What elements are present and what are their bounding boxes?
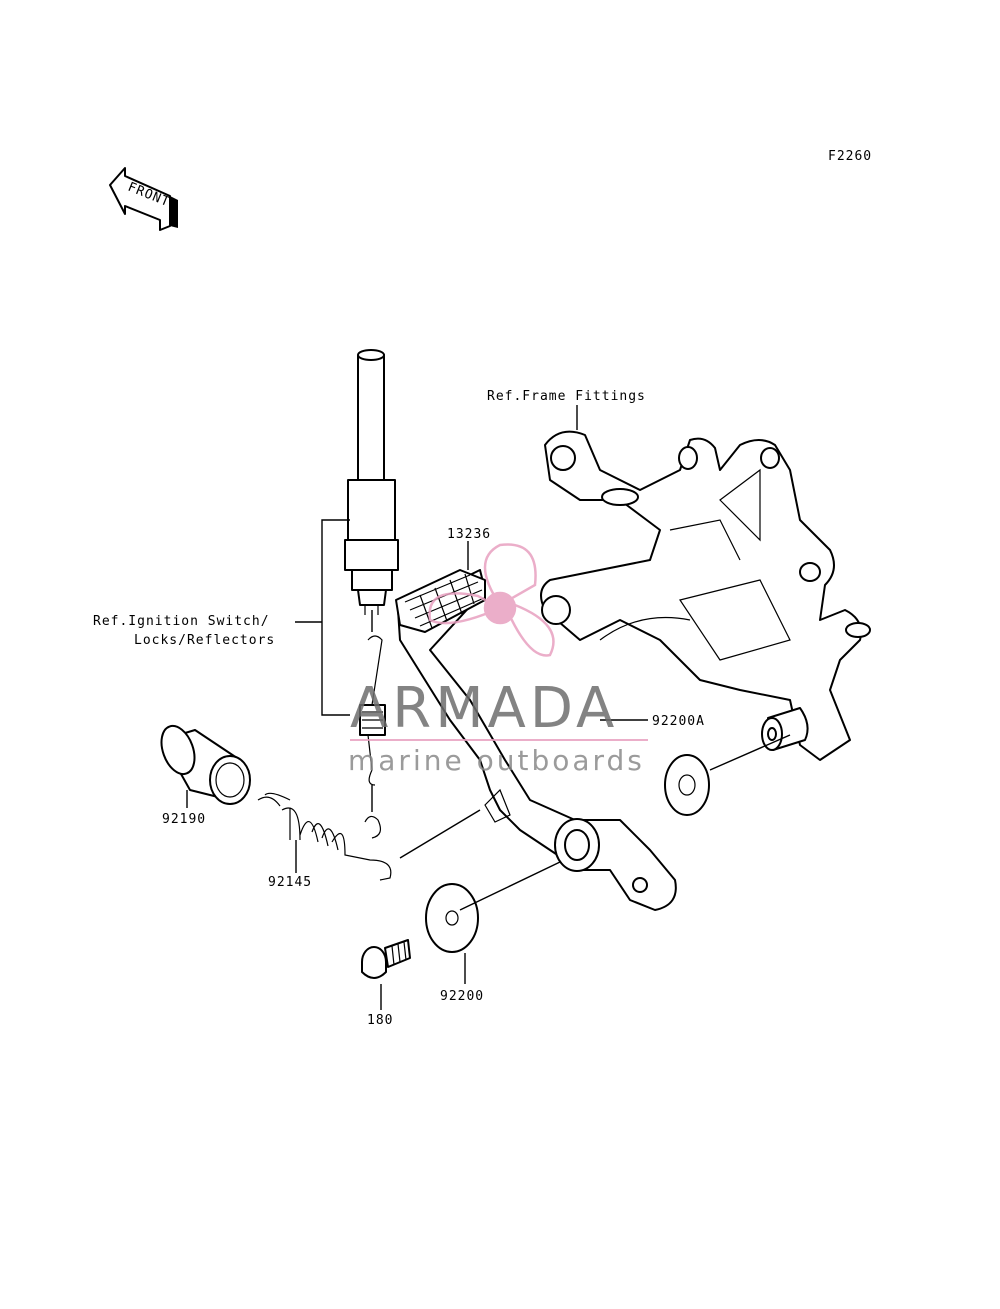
- label-ignition-ref-line2: Locks/Reflectors: [134, 633, 275, 648]
- brake-light-switch: [344, 349, 399, 839]
- propeller-logo-icon: [428, 543, 555, 657]
- collar-92190: [160, 724, 251, 805]
- label-92200: 92200: [440, 989, 484, 1004]
- watermark-tagline: marine outboards: [348, 744, 645, 777]
- front-arrow-icon: FRONT: [109, 167, 178, 231]
- spring-92145: [257, 792, 392, 881]
- frame-fitting-bracket: [540, 430, 871, 761]
- label-frame-fittings-ref: Ref.Frame Fittings: [487, 389, 646, 404]
- label-180: 180: [367, 1013, 393, 1028]
- pivot-bushing: [761, 707, 809, 751]
- leader-lines: [186, 405, 791, 1010]
- label-92190: 92190: [162, 812, 206, 827]
- washer-92200A: [664, 754, 710, 816]
- bolt-180: [361, 939, 411, 979]
- label-ignition-ref-line1: Ref.Ignition Switch/: [93, 614, 270, 629]
- washer-92200: [425, 883, 479, 953]
- brake-pedal-arm: [397, 569, 677, 911]
- armada-watermark: ARMADA marine outboards: [348, 543, 648, 777]
- label-92145: 92145: [268, 875, 312, 890]
- figure-code: F2260: [828, 149, 872, 164]
- label-13236: 13236: [447, 527, 491, 542]
- label-92200A: 92200A: [652, 714, 705, 729]
- watermark-brand: ARMADA: [350, 676, 618, 741]
